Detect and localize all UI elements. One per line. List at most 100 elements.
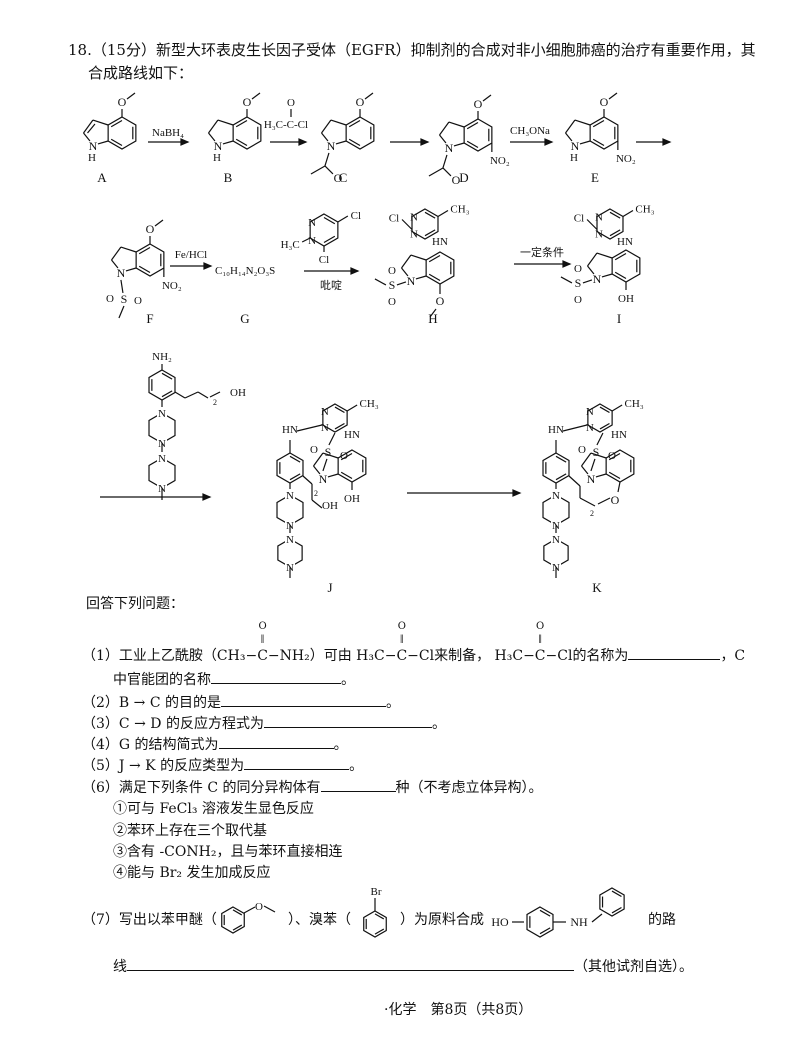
compound-label: G (240, 311, 249, 326)
reagent-label: NaBH₄ (152, 127, 184, 139)
q2: （2）B → C 的目的是。 (82, 692, 400, 713)
q5: （5）J → K 的反应类型为。 (82, 755, 363, 776)
atom-label: OH (344, 493, 360, 505)
atom-label: O (243, 95, 252, 109)
atom-label: O (608, 450, 616, 462)
bond (327, 473, 339, 478)
bond (118, 305, 125, 319)
bond (574, 119, 591, 126)
answer-blank[interactable] (320, 777, 396, 792)
double-bond: ‖ (260, 634, 265, 643)
ring (542, 452, 570, 484)
carbon: C (396, 648, 408, 664)
atom-label: O (134, 295, 142, 307)
bond (209, 391, 221, 398)
atom-label: N (308, 235, 316, 247)
label-bg (285, 519, 295, 530)
bond (348, 120, 361, 128)
bond (599, 406, 610, 414)
answer-blank[interactable] (244, 755, 350, 770)
formula: H₃C− (494, 648, 535, 664)
bond (396, 281, 407, 286)
ring (345, 116, 375, 150)
bond (562, 424, 588, 432)
bond (439, 121, 450, 136)
question-stem-line1: 18.（15分）新型大环表皮生长因子受体（EGFR）抑制剂的合成对非小细胞肺癌的… (68, 40, 756, 60)
compound-label: E (591, 170, 599, 185)
answer-blank[interactable] (221, 692, 387, 707)
bond (581, 465, 589, 475)
atom-label: N (587, 472, 596, 486)
q6: （6）满足下列条件 C 的同分异构体有种（不考虑立体异构）。 (82, 777, 543, 798)
ring (221, 906, 245, 934)
answer-blank[interactable] (218, 734, 334, 749)
label-bg (157, 482, 167, 493)
bond (251, 92, 261, 100)
atom-label: O (578, 444, 586, 456)
bond (337, 215, 349, 223)
q7-text3: ）为原料合成 (400, 912, 484, 928)
atom-label: N (445, 141, 454, 155)
bond (83, 132, 91, 142)
bond (92, 119, 109, 126)
formula: CH₃− (216, 648, 258, 664)
arrowhead (298, 138, 308, 146)
bond (313, 452, 324, 467)
bond (138, 247, 151, 255)
label-bg (551, 519, 561, 530)
bond (322, 452, 339, 459)
q6-text: 种（不考虑立体异构）。 (395, 780, 543, 796)
q5-number: （5） (82, 758, 119, 774)
atom-label: N (595, 212, 603, 224)
q7-number: （7） (82, 912, 119, 928)
oxygen: O (536, 621, 545, 632)
atom-label: N (321, 422, 329, 434)
q4-number: （4） (82, 737, 119, 753)
atom-label: HN (344, 429, 360, 441)
atom-label: Cl (389, 213, 399, 225)
answer-blank[interactable] (263, 713, 432, 728)
bond (328, 432, 336, 446)
answer-blank[interactable] (211, 669, 341, 684)
period: 。 (386, 695, 401, 711)
atom-label: N (593, 272, 602, 286)
atom-label: N (286, 490, 294, 502)
bond (296, 424, 323, 432)
atom-label: CH₃ (360, 398, 379, 410)
atom-label: CH₃ (625, 398, 644, 410)
atom-label: N (327, 139, 336, 153)
atom-label: O (340, 450, 348, 462)
bond (235, 138, 248, 146)
formula: H₃C− (356, 648, 397, 664)
bond (334, 406, 345, 414)
bond (324, 165, 334, 175)
atom-label: H (88, 152, 96, 164)
compound-label: A (97, 170, 107, 185)
carbonyl: O‖C (257, 622, 268, 666)
bond (313, 465, 321, 475)
atom-label: O (106, 293, 114, 305)
question-score: （15分） (91, 41, 156, 59)
formula: −Cl (545, 648, 573, 664)
q3-text: C → D 的反应方程式为 (118, 716, 264, 732)
bond (154, 219, 164, 227)
q7-text: （其他试剂自选）。 (574, 959, 693, 975)
q6-condition: ②苯环上存在三个取代基 (113, 823, 267, 839)
bond (439, 134, 447, 144)
compound-label: C (339, 170, 348, 185)
compound-label: F (146, 311, 153, 326)
arrowhead (544, 138, 554, 146)
atom-label: HN (617, 236, 633, 248)
atom-label: O (474, 97, 483, 111)
bond (482, 94, 492, 102)
arrowhead (512, 489, 522, 497)
answer-blank[interactable] (127, 956, 574, 971)
answer-blank[interactable] (628, 645, 721, 660)
bond (323, 217, 336, 225)
bond (599, 422, 610, 430)
bond (608, 453, 621, 461)
bond (374, 278, 387, 286)
ring (589, 116, 619, 150)
atom-label: NH (570, 915, 588, 929)
atom-label: S (389, 278, 396, 292)
